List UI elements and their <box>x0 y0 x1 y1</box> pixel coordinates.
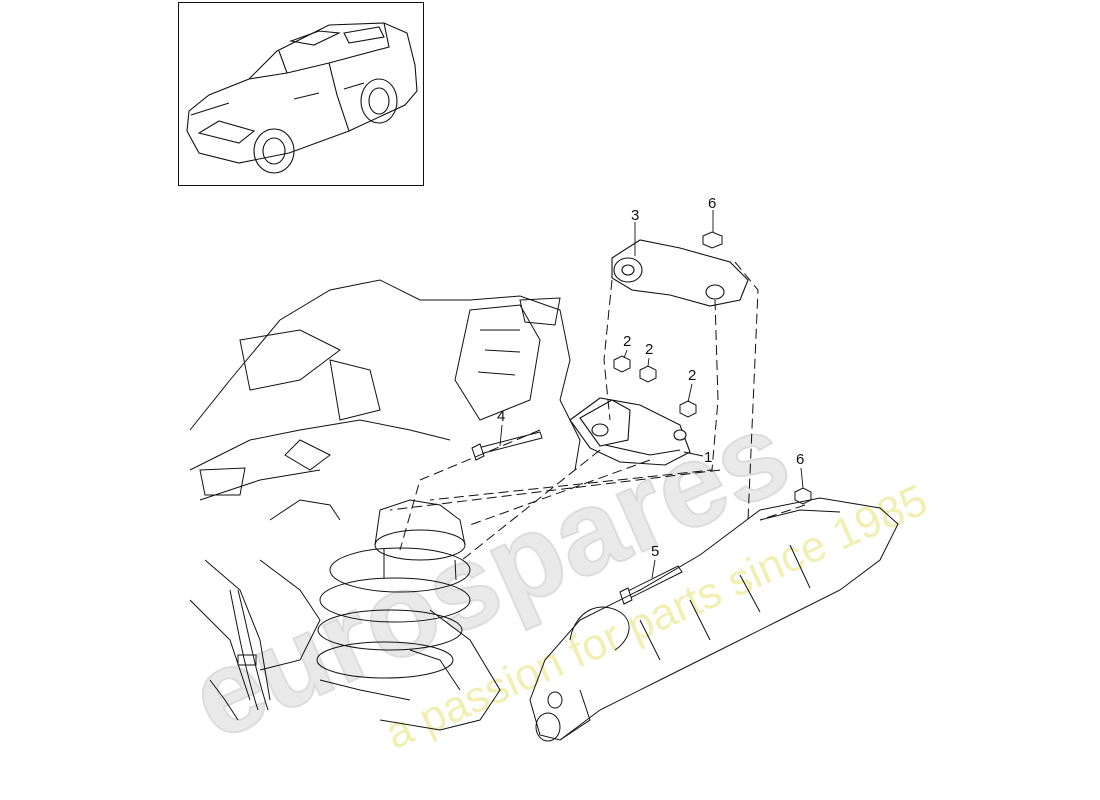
callout-leader-lines <box>499 210 804 579</box>
callout-labels: 3 6 2 2 2 1 4 5 6 <box>497 195 804 560</box>
callout-2-left: 2 <box>623 333 631 350</box>
strut-spring-assembly <box>316 499 471 679</box>
torque-support-link <box>611 239 749 307</box>
suv-thumbnail-image <box>186 22 418 174</box>
callout-6-bottom: 6 <box>796 451 804 468</box>
callout-4: 4 <box>497 408 505 425</box>
callout-5: 5 <box>651 543 659 560</box>
callout-2-right: 2 <box>688 367 696 384</box>
callout-3: 3 <box>631 207 639 224</box>
engine-cylinder-head <box>529 497 899 742</box>
vehicle-thumbnail-frame <box>178 2 424 186</box>
engine-mount-bracket <box>569 397 691 466</box>
callout-1: 1 <box>704 449 712 466</box>
callout-2-middle: 2 <box>645 341 653 358</box>
watermark: eurospares a passion for parts since 198… <box>171 385 934 766</box>
callout-6-top: 6 <box>708 195 716 212</box>
nuts <box>613 231 812 505</box>
assembly-dashed-lines <box>389 261 806 561</box>
wiring-harness <box>209 589 269 721</box>
body-floor-structure <box>189 279 581 731</box>
